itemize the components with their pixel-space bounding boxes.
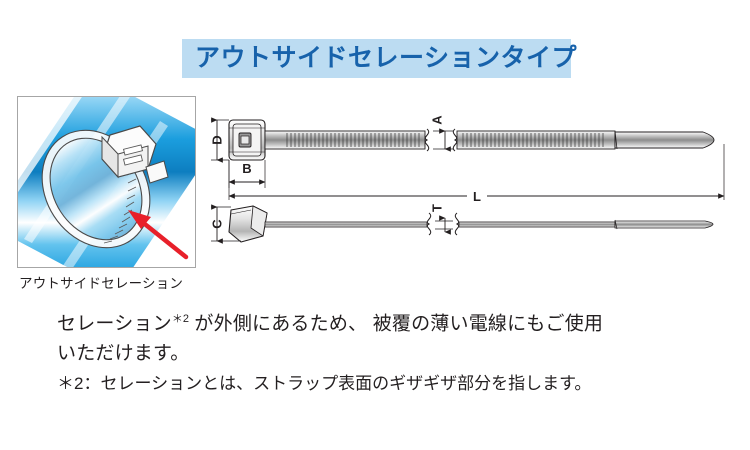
dimension-label-T: T (430, 204, 445, 212)
side-view: C T (210, 204, 714, 244)
dimension-label-L: L (473, 189, 481, 204)
product-photo-caption: アウトサイドセレーション (19, 276, 184, 291)
top-view: D B A (210, 115, 725, 205)
dimension-A: A (430, 115, 453, 152)
dimension-B: B (228, 160, 266, 188)
description-line-2: いただけます。 (57, 343, 190, 365)
section-title-banner: アウトサイドセレーションタイプ (182, 39, 577, 78)
dimension-label-C: C (210, 219, 225, 229)
product-photo-box (17, 96, 196, 268)
callout-arrow (128, 210, 189, 260)
strap-segment-left (264, 130, 426, 150)
dimension-label-D: D (210, 135, 225, 144)
strap-tail-top-view (614, 130, 715, 150)
dimension-D: D (210, 117, 229, 163)
dimension-T: T (430, 204, 453, 235)
section-title-text: アウトサイドセレーションタイプ (195, 44, 578, 72)
dimension-label-A: A (430, 115, 445, 125)
dimension-label-B: B (242, 161, 251, 176)
technical-drawing: D B A (205, 100, 745, 270)
strap-side-left (264, 221, 428, 228)
tie-head-side-view (228, 205, 268, 243)
product-photo-illustration (18, 97, 195, 267)
strap-segment-right (456, 130, 616, 150)
footnote-marker: ＊2 (171, 313, 189, 325)
dimension-C: C (210, 204, 241, 244)
cable-tie-head (101, 125, 169, 184)
tie-head-top-view (228, 119, 266, 161)
dimension-drawing-svg: D B A (210, 115, 725, 244)
dimension-L: L (228, 144, 725, 205)
description-line-1-suffix: が外側にあるため、 被覆の薄い電線にもご使用 (188, 313, 604, 335)
strap-side-right (458, 219, 714, 230)
description-line-1: セレーション＊2 が外側にあるため、 被覆の薄い電線にもご使用 (57, 304, 737, 339)
description-footnote: ＊2：セレーションとは、ストラップ表面のギザギザ部分を指します。 (57, 374, 592, 394)
description-line-1-prefix: セレーション (57, 313, 172, 335)
description-text-block: セレーション＊2 が外側にあるため、 被覆の薄い電線にもご使用 いただけます。 … (57, 304, 737, 399)
